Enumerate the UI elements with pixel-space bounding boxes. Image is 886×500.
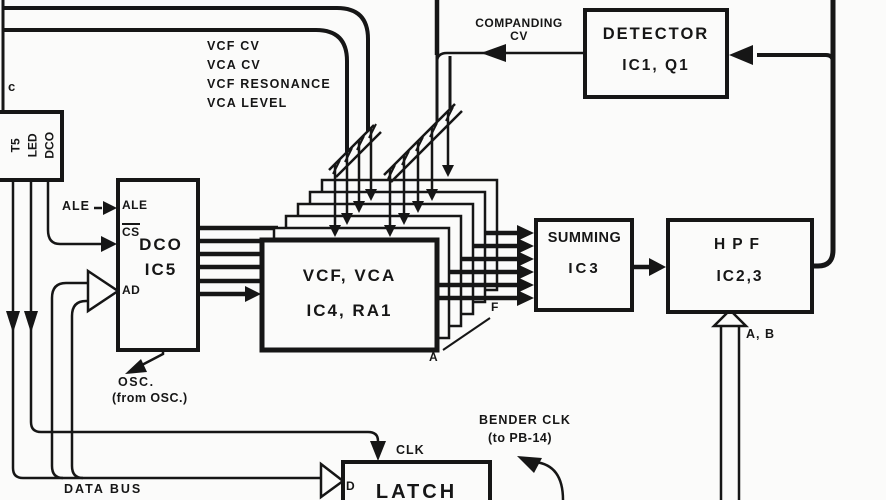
arrowhead-osc bbox=[125, 359, 147, 374]
label-companding-cv: COMPANDING CV bbox=[464, 17, 574, 42]
arrowhead-into-hpf bbox=[649, 258, 666, 276]
arrowhead-down-2 bbox=[24, 311, 38, 333]
wire-hpf-output-bus bbox=[812, 0, 836, 269]
fan1-arrow-3 bbox=[353, 201, 365, 213]
summing-subtitle: IC3 bbox=[568, 260, 601, 277]
t5-led-dco-box bbox=[0, 110, 64, 182]
wire-osc bbox=[139, 350, 165, 368]
arrowhead-hollow-into-d bbox=[319, 461, 346, 500]
fan2-diagonal-2 bbox=[390, 110, 463, 183]
wire-cv-bus-1 bbox=[3, 6, 370, 131]
wire-cs-line bbox=[46, 180, 101, 246]
label-vca-cv: VCA CV bbox=[207, 58, 261, 72]
fan2-rungs bbox=[387, 106, 454, 180]
label-data-bus: DATA BUS bbox=[64, 482, 143, 496]
vcf-vca-title: VCF, VCA bbox=[302, 266, 397, 285]
arrowhead-down-1 bbox=[6, 311, 20, 333]
arrowhead-hollow-into-ad bbox=[86, 268, 121, 314]
wire-t5-out-2-clk bbox=[29, 180, 380, 442]
label-companding-line1: COMPANDING bbox=[475, 16, 563, 30]
arrowhead-sum-2 bbox=[517, 238, 534, 254]
arrowhead-hollow-into-hpf bbox=[710, 308, 750, 328]
fan1-arrow-1 bbox=[329, 225, 341, 237]
vcf-vca-box bbox=[259, 237, 440, 353]
arrowhead-into-cs bbox=[101, 236, 117, 252]
label-bender-to: (to PB-14) bbox=[488, 431, 553, 445]
stack-label-a: A bbox=[429, 350, 438, 364]
fan1-drops bbox=[333, 128, 373, 231]
wire-cv-bus-2 bbox=[3, 28, 349, 152]
cv-fan-1 bbox=[328, 39, 382, 237]
fan2-diagonal-1 bbox=[383, 103, 456, 176]
dco-pin-ale: ALE bbox=[122, 198, 148, 212]
wire-detector-feed bbox=[757, 53, 835, 63]
dco-pin-cs: CS bbox=[122, 223, 140, 239]
label-ale-external: ALE bbox=[62, 199, 90, 213]
detector-box bbox=[583, 8, 729, 99]
latch-pin-d: D bbox=[346, 479, 355, 493]
stack-range-diagonal bbox=[442, 317, 491, 351]
arrowhead-clk bbox=[370, 441, 386, 461]
stack-label-f: F bbox=[491, 300, 499, 314]
arrowhead-into-vcf-stack bbox=[245, 286, 261, 302]
arrowhead-sum-5 bbox=[517, 277, 534, 293]
arrowhead-companding-left bbox=[481, 44, 506, 62]
fan2-arrow-3 bbox=[412, 201, 424, 213]
cs-overline: CS bbox=[122, 223, 140, 239]
wire-ab-bus bbox=[719, 326, 741, 500]
fan2-arrow-1 bbox=[384, 225, 396, 237]
arrowhead-sum-4 bbox=[517, 264, 534, 280]
label-vcf-cv: VCF CV bbox=[207, 39, 261, 53]
label-osc: OSC. bbox=[118, 375, 155, 389]
arrowhead-into-detector bbox=[729, 45, 753, 65]
latch-title: LATCH bbox=[375, 481, 458, 500]
summing-input-arrowheads bbox=[517, 225, 534, 306]
dco-box bbox=[116, 178, 200, 352]
fan2-arrow-5 bbox=[442, 165, 454, 177]
detector-subtitle: IC1, Q1 bbox=[622, 57, 690, 74]
wire-bender-clk bbox=[534, 460, 565, 500]
fan2-drops bbox=[388, 111, 450, 231]
fan1-arrow-2 bbox=[341, 213, 353, 225]
arrowhead-sum-3 bbox=[517, 251, 534, 267]
label-osc-from: (from OSC.) bbox=[112, 391, 188, 405]
t5-line-2: LED bbox=[25, 133, 40, 158]
arrowhead-sum-1 bbox=[517, 225, 534, 241]
arrowhead-bender-clk bbox=[517, 456, 542, 473]
latch-box bbox=[341, 460, 492, 500]
label-ab: A, B bbox=[746, 327, 775, 341]
fan1-rungs bbox=[332, 123, 377, 175]
fan2-arrow-2 bbox=[398, 213, 410, 225]
hpf-subtitle: IC2,3 bbox=[716, 268, 764, 285]
fan2-arrow-4 bbox=[426, 189, 438, 201]
label-vcf-resonance: VCF RESONANCE bbox=[207, 77, 331, 91]
wire-t5-out-1 bbox=[11, 180, 24, 480]
wire-ad-bus-inner bbox=[70, 299, 90, 480]
hpf-box bbox=[666, 218, 814, 314]
dco-subtitle: IC5 bbox=[144, 260, 178, 279]
latch-pin-clk: CLK bbox=[396, 443, 425, 457]
detector-title: DETECTOR bbox=[602, 25, 710, 43]
t5-line-3: DCO bbox=[42, 131, 57, 159]
wire-companding-cv bbox=[435, 51, 585, 63]
t5-line-1: T5 bbox=[8, 138, 23, 153]
summing-title: SUMMING bbox=[547, 230, 622, 246]
vcf-vca-subtitle: IC4, RA1 bbox=[306, 301, 393, 320]
label-companding-line2: CV bbox=[510, 28, 528, 43]
dco-title: DCO bbox=[139, 235, 183, 254]
summing-box bbox=[534, 218, 634, 312]
wire-ad-bus-outer bbox=[50, 281, 90, 480]
fan1-arrow-4 bbox=[365, 189, 377, 201]
fan1-diagonal-1 bbox=[328, 124, 375, 171]
arrowhead-into-ale bbox=[103, 201, 117, 215]
voice-output-lines bbox=[437, 230, 519, 301]
hpf-title: HPF bbox=[714, 236, 766, 253]
cv-fan-2 bbox=[383, 55, 463, 237]
arrowhead-sum-6 bbox=[517, 290, 534, 306]
label-vca-level: VCA LEVEL bbox=[207, 96, 288, 110]
dco-pin-ad: AD bbox=[122, 283, 141, 297]
label-bender-clk: BENDER CLK bbox=[479, 413, 571, 427]
partial-edge-label: c bbox=[8, 79, 16, 94]
